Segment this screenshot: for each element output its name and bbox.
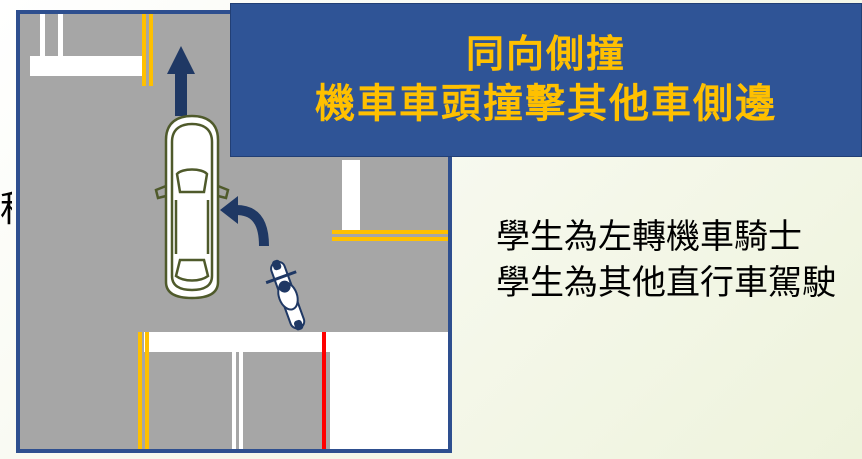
yellow-line-top-a bbox=[142, 14, 146, 86]
white-stop-line-top-left bbox=[30, 56, 142, 76]
white-lane-line-bottom-a bbox=[232, 352, 236, 449]
sidewalk-bottom-right bbox=[330, 332, 448, 449]
title-line-1: 同向側撞 bbox=[465, 32, 626, 77]
description-item-left-turn-rider: 學生為左轉機車騎士 bbox=[496, 217, 802, 257]
car-icon bbox=[154, 114, 230, 300]
curved-left-arrow-icon bbox=[220, 196, 269, 247]
white-lane-line-top-b bbox=[58, 14, 63, 56]
motorcycle-icon bbox=[265, 259, 306, 331]
white-lane-line-top-a bbox=[40, 14, 45, 56]
yellow-line-top-b bbox=[149, 14, 153, 86]
white-lane-line-right bbox=[342, 160, 360, 234]
yellow-line-bottom-a bbox=[138, 332, 142, 449]
white-stop-line-bottom bbox=[144, 332, 330, 352]
yellow-line-bottom-b bbox=[145, 332, 149, 449]
title-banner: 同向側撞 機車車頭撞擊其他車側邊 bbox=[230, 3, 862, 157]
yellow-line-right-a bbox=[332, 230, 448, 234]
white-lane-line-bottom-b bbox=[239, 352, 243, 449]
arrow-up-icon bbox=[167, 46, 195, 116]
yellow-line-right-b bbox=[332, 237, 448, 241]
red-curb-line bbox=[322, 332, 326, 449]
title-line-2: 機車車頭撞擊其他車側邊 bbox=[315, 80, 777, 127]
side-text-fragment: 程 bbox=[0, 190, 12, 230]
description-list: 學生為左轉機車騎士 學生為其他直行車駕駛 bbox=[496, 214, 862, 306]
description-item-straight-driver: 學生為其他直行車駕駛 bbox=[496, 263, 836, 303]
